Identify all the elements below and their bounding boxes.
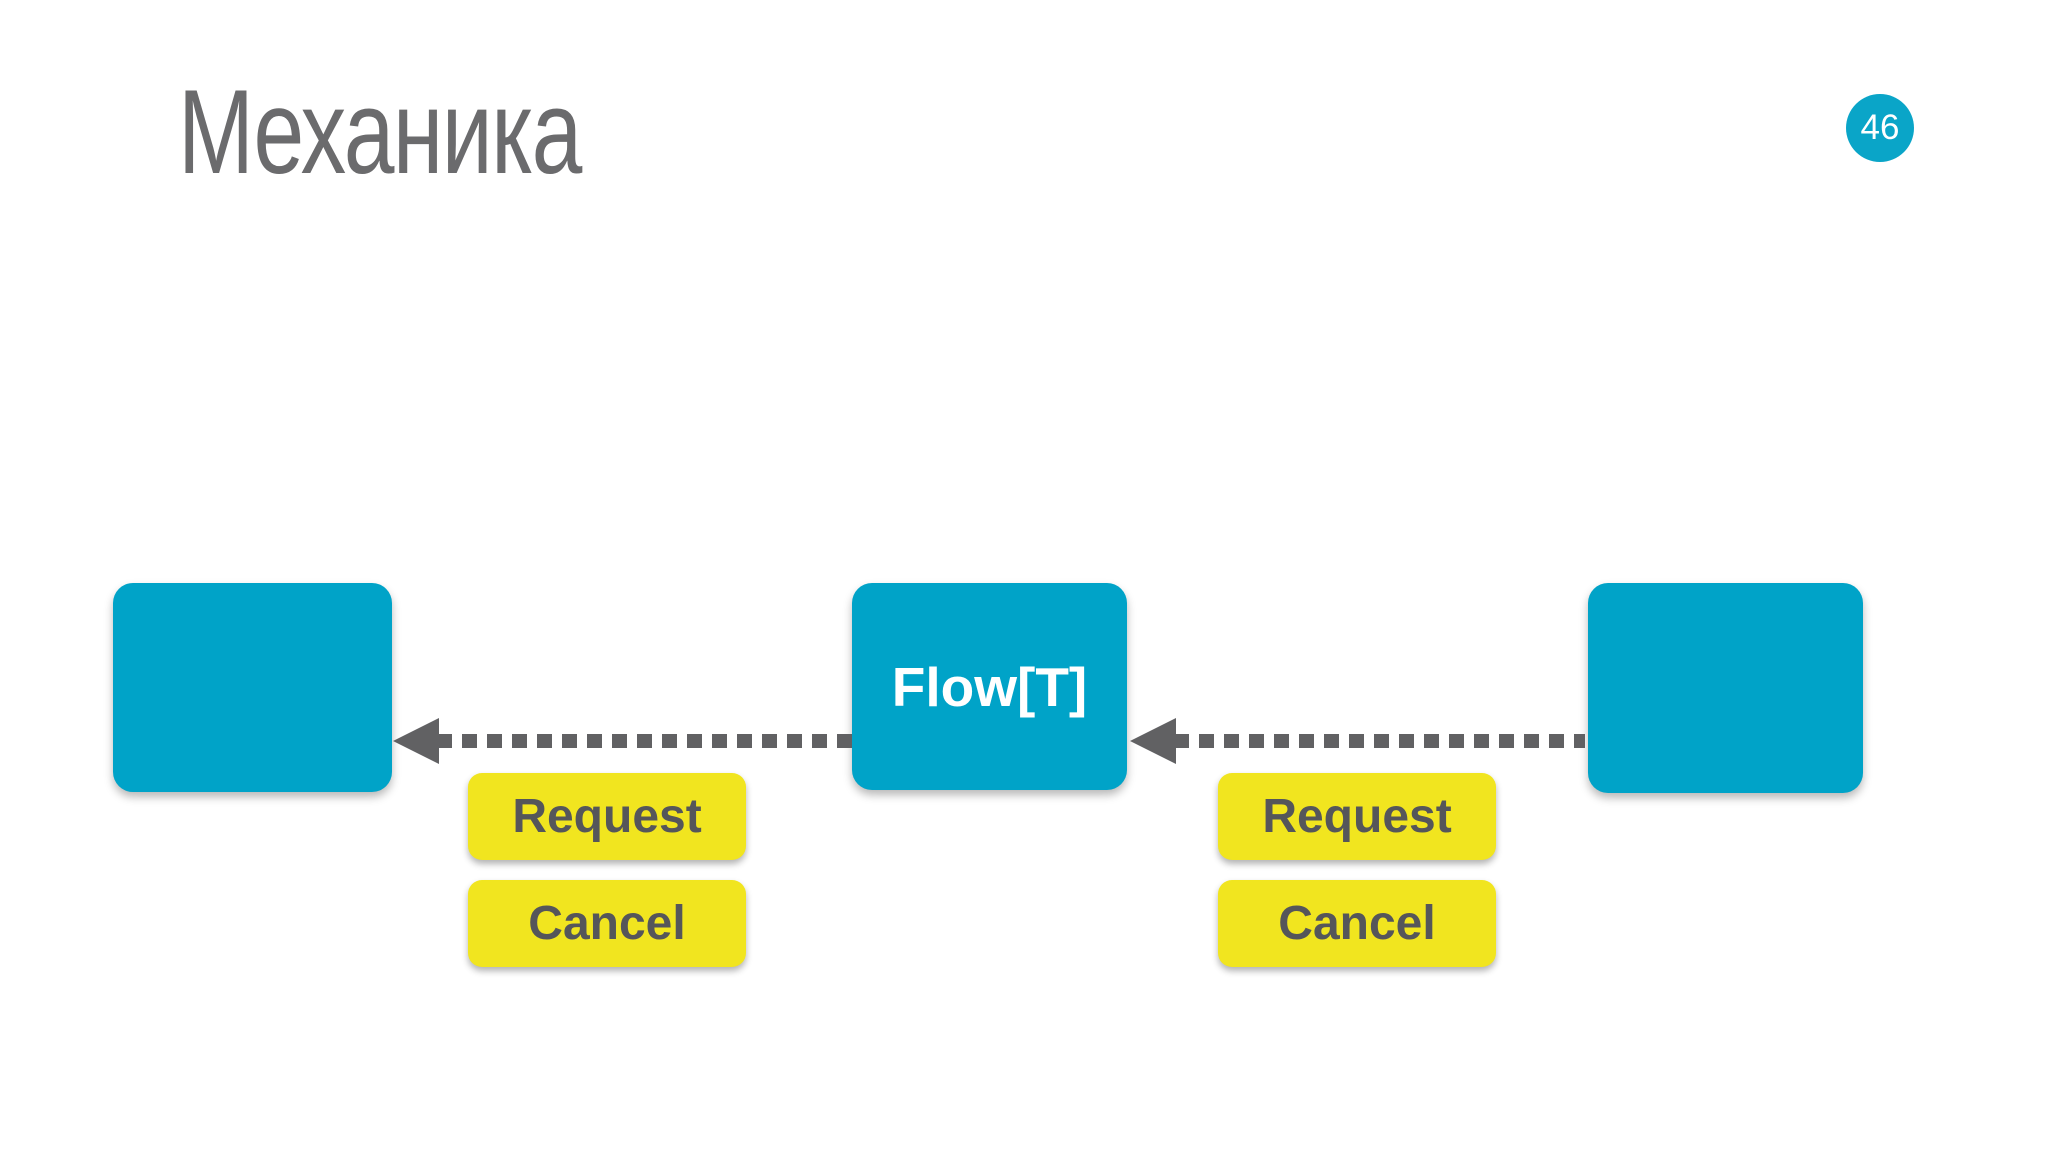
left-box: [113, 583, 392, 792]
flow-box-label: Flow[T]: [891, 655, 1088, 718]
right-box: [1588, 583, 1863, 793]
slide-title: Механика: [178, 65, 582, 199]
request-label-text: Request: [1262, 790, 1452, 843]
arrowhead-left-icon: [393, 718, 439, 764]
request-label-right: Request: [1218, 773, 1496, 860]
cancel-label-left: Cancel: [468, 880, 746, 967]
request-label-text: Request: [512, 790, 702, 843]
dotted-line: [1174, 734, 1585, 748]
arrowhead-left-icon: [1130, 718, 1176, 764]
cancel-label-text: Cancel: [528, 897, 686, 950]
flow-box: Flow[T]: [852, 583, 1127, 790]
page-number-badge: 46: [1846, 94, 1914, 162]
cancel-label-text: Cancel: [1278, 897, 1436, 950]
dotted-arrow-flow-to-left: [393, 718, 857, 764]
cancel-label-right: Cancel: [1218, 880, 1496, 967]
dotted-arrow-right-to-flow: [1130, 718, 1585, 764]
request-label-left: Request: [468, 773, 746, 860]
dotted-line: [437, 734, 857, 748]
